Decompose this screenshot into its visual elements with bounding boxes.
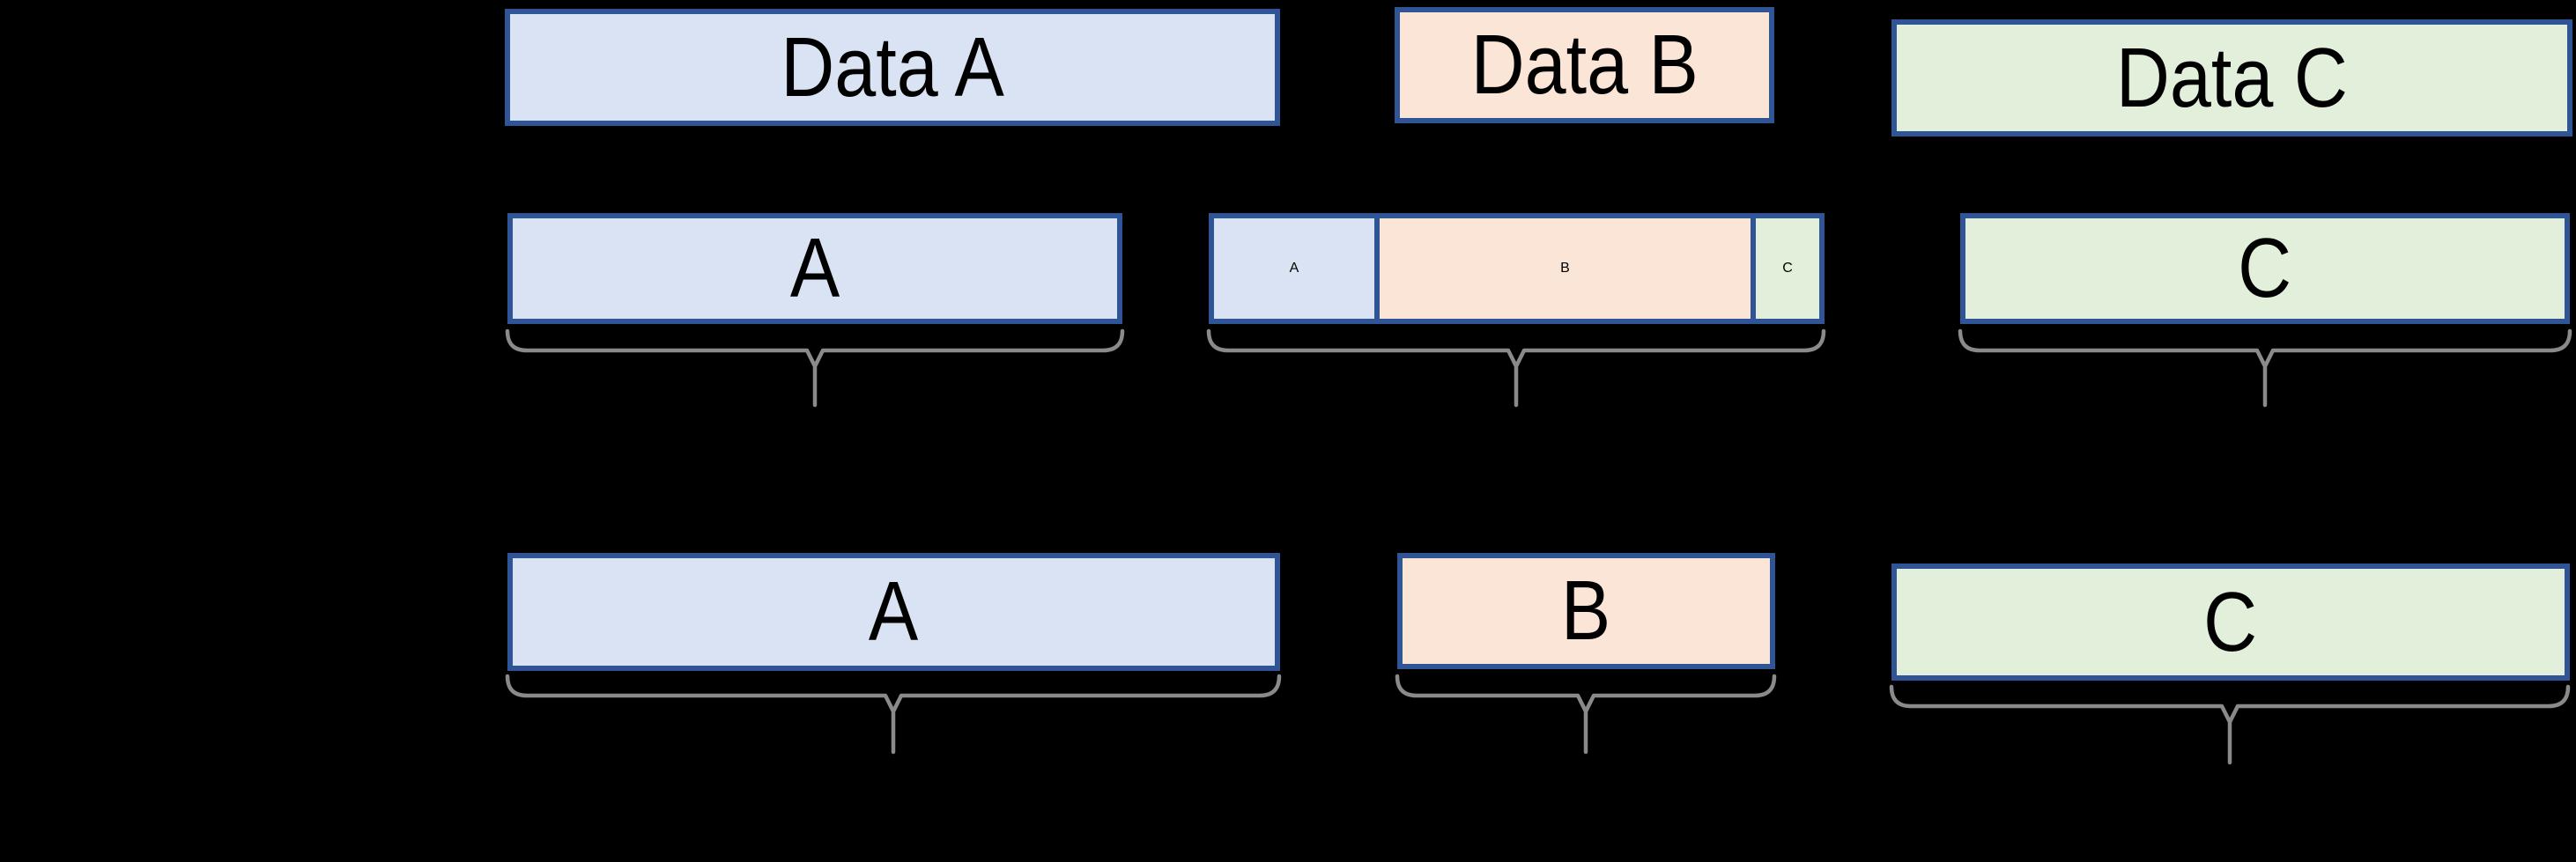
row2-a-label: A xyxy=(789,221,840,315)
row2-a-box: A xyxy=(507,213,1122,324)
row2-composite-segment-b: B xyxy=(1374,213,1756,324)
row1-data-b-label: Data B xyxy=(1470,18,1699,112)
row2-composite-brace xyxy=(1206,328,1826,408)
row2-composite-segment-a-label: A xyxy=(1289,261,1299,276)
row1-data-b-box: Data B xyxy=(1395,7,1774,123)
row1-data-a-box: Data A xyxy=(505,9,1280,126)
row3-a-brace xyxy=(505,674,1282,755)
row3-b-brace xyxy=(1395,674,1777,755)
row2-composite-box: A B C xyxy=(1209,213,1825,324)
row3-b-label: B xyxy=(1561,564,1611,658)
row2-composite-segment-a: A xyxy=(1209,213,1380,324)
row3-c-brace xyxy=(1889,684,2571,765)
row2-composite-segment-b-label: B xyxy=(1560,261,1570,276)
row3-b-box: B xyxy=(1397,553,1775,669)
row3-c-box: C xyxy=(1891,564,2570,681)
row2-c-brace xyxy=(1958,328,2572,408)
row2-a-brace xyxy=(505,328,1125,408)
row2-composite-segment-c: C xyxy=(1751,213,1825,324)
row1-data-c-label: Data C xyxy=(2116,30,2348,125)
row2-c-box: C xyxy=(1960,213,2570,324)
row2-composite-segment-c-label: C xyxy=(1782,261,1793,276)
row1-data-c-box: Data C xyxy=(1891,19,2572,136)
row1-data-a-label: Data A xyxy=(781,19,1004,114)
row2-c-label: C xyxy=(2238,221,2292,315)
row3-a-box: A xyxy=(507,553,1280,671)
row3-a-label: A xyxy=(869,564,919,659)
row3-c-label: C xyxy=(2203,574,2258,669)
